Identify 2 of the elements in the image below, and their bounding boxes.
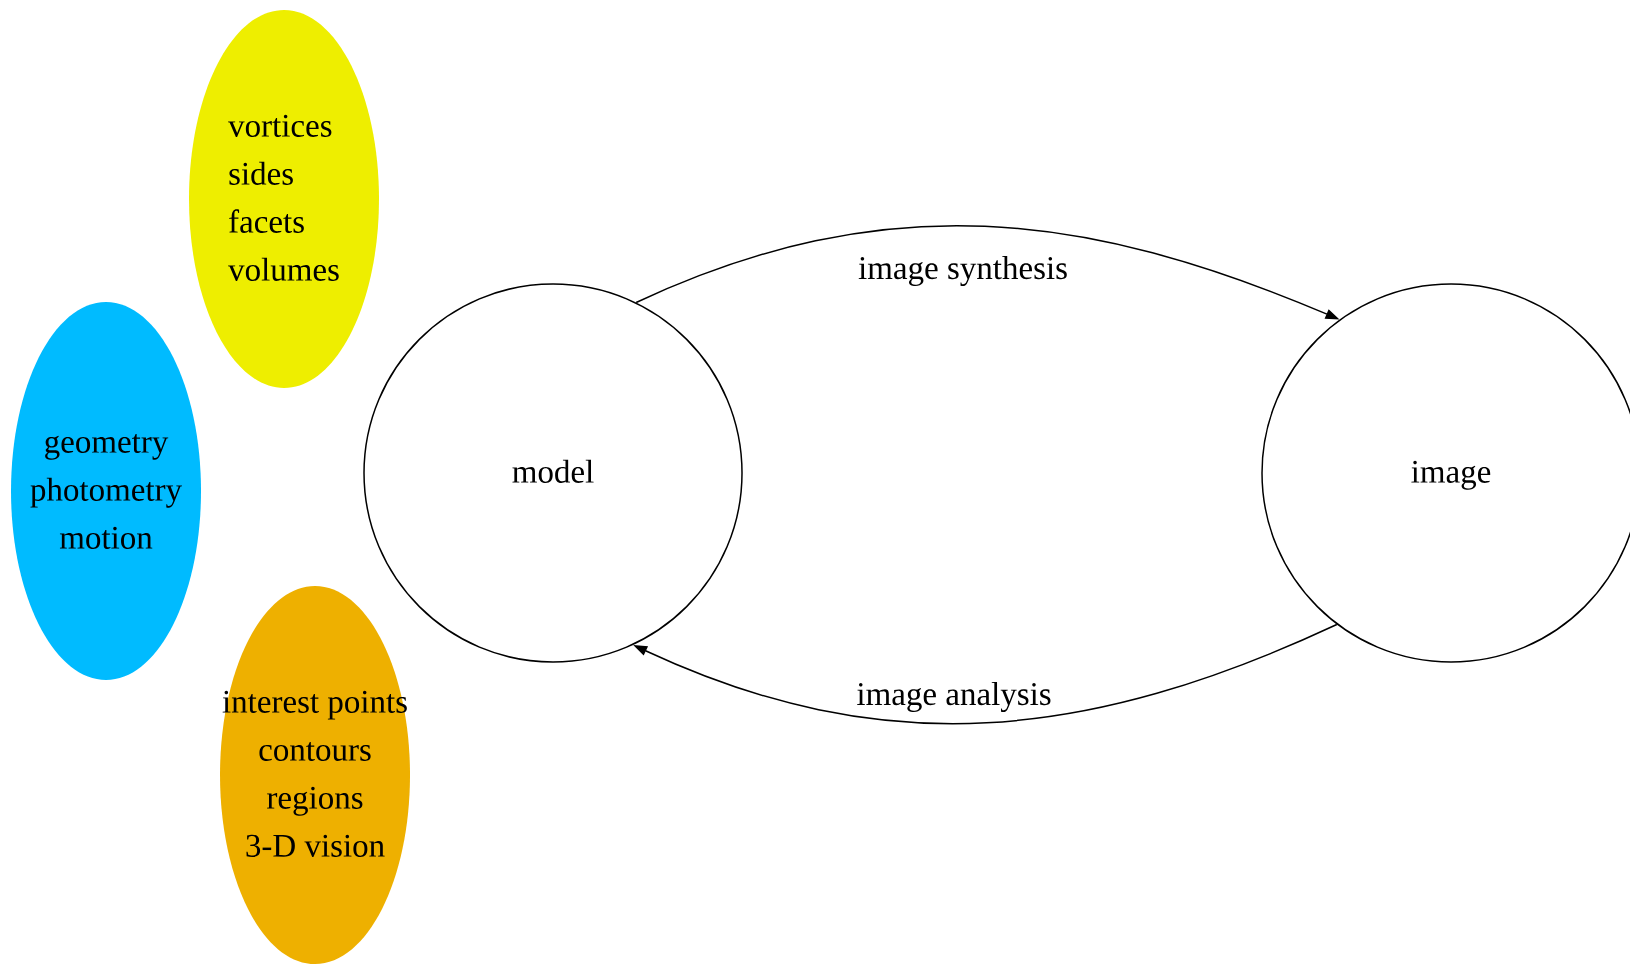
edge-label: image synthesis (856, 254, 1070, 288)
edge-label: image analysis (854, 680, 1054, 714)
